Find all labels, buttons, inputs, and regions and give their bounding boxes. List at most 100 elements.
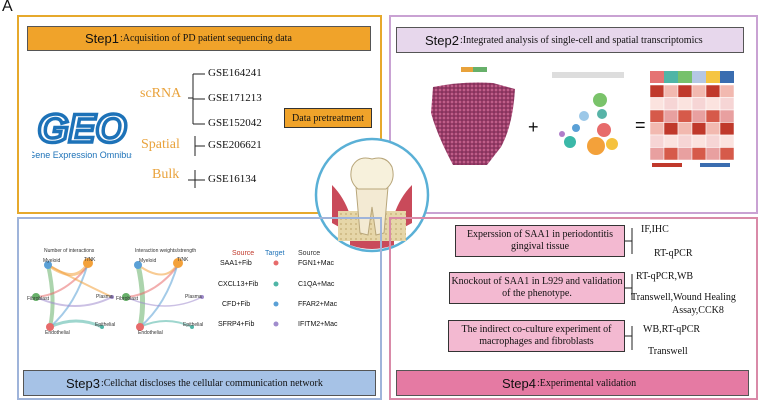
pair1-left: SAA1+Fib (220, 260, 252, 267)
category-spatial: Spatial (141, 137, 180, 152)
umap-cluster (593, 93, 607, 107)
heatmap-cell (705, 84, 721, 98)
step4-title: Step4:Experimental validation (396, 370, 749, 396)
heatmap-cell (677, 84, 693, 98)
geo-subtitle: Gene Expression Omnibus (32, 150, 132, 160)
heatmap-cell (649, 109, 665, 123)
heatmap-cell (719, 84, 735, 98)
network1-title: Number of interactions (44, 248, 95, 254)
heatmap-cell (705, 147, 721, 161)
step1-title-text: :Acquisition of PD patient sequencing da… (119, 33, 292, 44)
pair4-left: SFRP4+Fib (218, 321, 255, 328)
heatmap-cell (677, 134, 693, 148)
umap-plot (552, 72, 624, 155)
step2-title-text: :Integrated analysis of single-cell and … (459, 34, 703, 46)
figure-label: A (2, 0, 13, 15)
net2-node-fibroblast: Fibroblast (116, 296, 138, 302)
data-pretreatment-label: Data pretreatment (292, 112, 364, 124)
net2-node-epithelial: Epithelial (183, 322, 204, 328)
geo-logo-text: GEO (38, 107, 127, 151)
dataset-1: GSE164241 (208, 67, 262, 79)
category-bulk: Bulk (152, 167, 180, 182)
header-target: Target (265, 250, 285, 257)
heatmap-cell (663, 84, 679, 98)
net1-node-epithelial: Epithelial (95, 322, 116, 328)
heatmap-cell (663, 109, 679, 123)
heatmap-column-colors (650, 71, 734, 83)
heatmap-cell (691, 147, 707, 161)
heatmap-cell (691, 109, 707, 123)
spatial-legend-bar-2 (473, 67, 487, 72)
periodontitis-tooth-illustration (314, 137, 430, 253)
step4-lead: Step4 (502, 375, 536, 391)
dataset-4: GSE206621 (208, 139, 262, 151)
step3-title-text: :Cellchat discloses the cellular communi… (100, 377, 323, 389)
step3-lead: Step3 (66, 375, 100, 391)
net2-node-plasma: Plasma (185, 294, 202, 300)
heatmap-cell (719, 97, 735, 111)
pair1-right: FGN1+Mac (298, 260, 334, 267)
heatmap-cell (705, 109, 721, 123)
heatmap-cell (663, 147, 679, 161)
heatmap-cell (691, 97, 707, 111)
spatial-tissue-section (431, 82, 515, 165)
heatmap-cell (705, 97, 721, 111)
heatmap-cell (677, 97, 693, 111)
experiment-3-box: The indirect co-culture experiment of ma… (448, 320, 625, 352)
heatmap-cell (691, 134, 707, 148)
umap-cluster (587, 137, 605, 155)
net2-node-myeloid: Myeloid (139, 258, 157, 264)
step2-title: Step2:Integrated analysis of single-cell… (396, 27, 744, 53)
heatmap-cell (719, 109, 735, 123)
heatmap-legend-right (700, 163, 730, 167)
heatmap-cell (719, 147, 735, 161)
header-source: Source (232, 250, 255, 257)
heatmap-cell (677, 109, 693, 123)
step3-panel (17, 217, 382, 400)
step1-panel (17, 15, 382, 214)
dataset-2: GSE171213 (208, 92, 262, 104)
heatmap-cell (649, 134, 665, 148)
geo-logo: GEO Gene Expression Omnibus (32, 105, 132, 160)
umap-cluster (579, 111, 589, 121)
umap-cluster (597, 109, 607, 119)
net2-node-tnk: T/NK (177, 257, 189, 263)
step2-panel (389, 15, 758, 214)
net1-node-tnk: T/NK (84, 257, 96, 263)
exp3-result-2: Transwell (648, 346, 688, 357)
network-interaction-count (32, 258, 114, 331)
heatmap-cell (719, 134, 735, 148)
integration-heatmap (649, 71, 735, 167)
heatmap-cell (649, 122, 665, 136)
pair2-right: C1QA+Mac (298, 281, 335, 288)
header-source2: Source (298, 250, 321, 257)
step4-title-text: :Experimental validation (536, 377, 637, 389)
heatmap-cell (649, 84, 665, 98)
heatmap-cell (649, 97, 665, 111)
exp2-result-1: RT-qPCR,WB (636, 271, 694, 282)
experiment-2-box: Knockout of SAA1 in L929 and validation … (449, 272, 625, 304)
plus-sign: + (528, 117, 539, 137)
heatmap-cell (705, 122, 721, 136)
umap-header-bar (552, 72, 624, 78)
exp2-result-3: Assay,CCK8 (672, 305, 724, 316)
experiment-brackets (625, 228, 633, 350)
tooth-crown (350, 157, 394, 190)
exp1-result-2: RT-qPCR (654, 248, 693, 259)
heatmap-cell (663, 122, 679, 136)
heatmap-cell (663, 97, 679, 111)
exp1-result-1: IF,IHC (641, 224, 669, 235)
pair3-right: FFAR2+Mac (298, 301, 338, 308)
heatmap-cell (677, 147, 693, 161)
heatmap-cell (649, 147, 665, 161)
data-pretreatment-box: Data pretreatment (284, 108, 372, 128)
umap-cluster (606, 138, 618, 150)
lr-dots (273, 260, 279, 327)
alveolar-bone (338, 211, 406, 241)
dataset-brackets (188, 73, 205, 188)
umap-cluster (564, 136, 576, 148)
heatmap-cell (677, 122, 693, 136)
step4-panel (389, 217, 758, 400)
net1-node-myeloid: Myeloid (43, 258, 61, 264)
network2-title: Interaction weights/strength (135, 248, 197, 254)
